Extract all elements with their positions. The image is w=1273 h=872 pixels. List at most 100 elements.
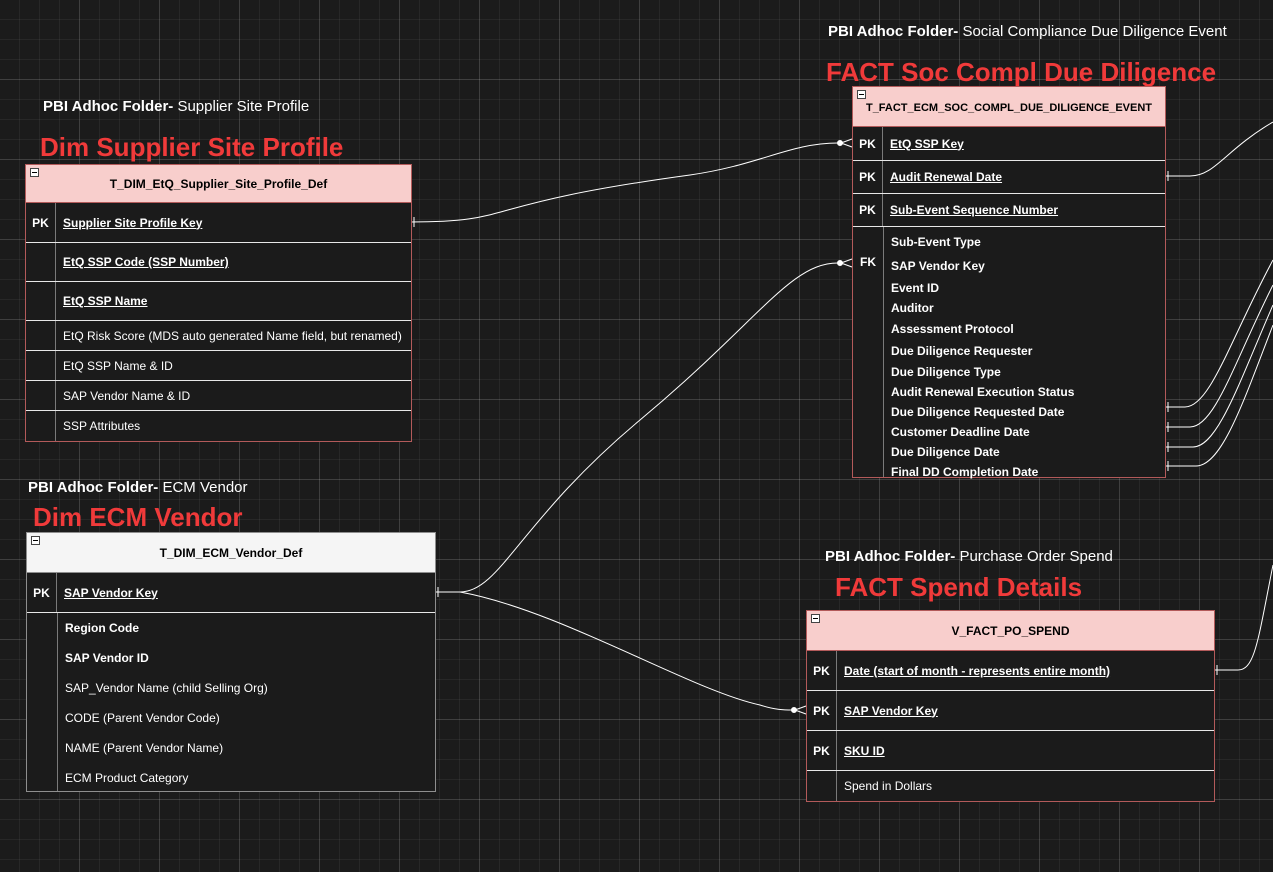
key-cell [26, 282, 56, 320]
pk-row[interactable]: PK SKU ID [807, 731, 1214, 771]
key-column [27, 613, 58, 791]
folder-name: Supplier Site Profile [177, 98, 310, 115]
folder-prefix: PBI Adhoc Folder- [828, 23, 959, 40]
field-label[interactable]: ECM Product Category [65, 771, 189, 785]
collapse-icon[interactable] [30, 168, 39, 177]
field-label[interactable]: Due Diligence Requested Date [891, 405, 1065, 419]
field-label[interactable]: Event ID [891, 281, 940, 295]
field-label[interactable]: Due Diligence Requester [891, 344, 1033, 358]
key-column: FK [853, 227, 884, 477]
attribute-block: Region Code SAP Vendor ID SAP_Vendor Nam… [27, 613, 435, 791]
pk-field: Date (start of month - represents entire… [844, 663, 1111, 678]
fk-label: FK [860, 255, 876, 269]
attribute-list: Region Code SAP Vendor ID SAP_Vendor Nam… [58, 613, 435, 791]
vendor-folder-caption: PBI Adhoc Folder- ECM Vendor [28, 479, 248, 496]
field-label[interactable]: Assessment Protocol [891, 322, 1014, 336]
key-cell [26, 243, 56, 281]
soc-entity-table[interactable]: T_FACT_ECM_SOC_COMPL_DUE_DILIGENCE_EVENT… [852, 86, 1166, 479]
collapse-icon[interactable] [857, 90, 866, 99]
supplier-folder-caption: PBI Adhoc Folder- Supplier Site Profile [43, 98, 309, 115]
folder-name: ECM Vendor [162, 479, 248, 496]
key-cell [26, 321, 56, 350]
connector-vendor-to-spend[interactable] [459, 591, 793, 711]
connector-vendor-to-soc[interactable] [434, 262, 839, 593]
pk-row[interactable]: PK EtQ SSP Key [853, 127, 1165, 161]
key-label: PK [807, 651, 837, 690]
field-label: Spend in Dollars [844, 779, 933, 793]
attribute-list: Sub-Event Type SAP Vendor Key Event ID A… [884, 227, 1165, 479]
table-header[interactable]: T_DIM_EtQ_Supplier_Site_Profile_Def [26, 165, 411, 203]
spend-entity-table[interactable]: V_FACT_PO_SPEND PK Date (start of month … [806, 610, 1215, 802]
field-label[interactable]: SAP Vendor Key [891, 259, 985, 273]
soc-entity-title: FACT Soc Compl Due Diligence [826, 57, 1217, 87]
connector-spend-date-offscreen[interactable] [1213, 564, 1273, 671]
field-label[interactable]: SAP_Vendor Name (child Selling Org) [65, 681, 268, 695]
pk-field: Audit Renewal Date [890, 170, 1003, 184]
key-label: PK [27, 573, 57, 612]
pk-field: Sub-Event Sequence Number [890, 203, 1059, 217]
field-label[interactable]: Customer Deadline Date [891, 425, 1030, 439]
vendor-entity-table[interactable]: T_DIM_ECM_Vendor_Def PK SAP Vendor Key R… [26, 532, 436, 792]
field-label[interactable]: Audit Renewal Execution Status [891, 385, 1075, 399]
table-header[interactable]: T_DIM_ECM_Vendor_Def [27, 533, 435, 573]
many-marker-icon [791, 707, 797, 713]
field-row[interactable]: EtQ SSP Code (SSP Number) [26, 243, 411, 282]
connector-soc-audit-renewal-offscreen[interactable] [1164, 121, 1273, 177]
field-label[interactable]: NAME (Parent Vendor Name) [65, 741, 224, 755]
many-marker-icon [840, 138, 853, 148]
pk-row[interactable]: PK Supplier Site Profile Key [26, 203, 411, 243]
folder-prefix: PBI Adhoc Folder- [43, 98, 174, 115]
pk-row[interactable]: PK Date (start of month - represents ent… [807, 651, 1214, 691]
connector-supplier-to-soc[interactable] [409, 142, 839, 223]
pk-row[interactable]: PK SAP Vendor Key [27, 573, 435, 613]
field-label[interactable]: Sub-Event Type [891, 235, 981, 249]
field-label[interactable]: Due Diligence Date [891, 445, 1000, 459]
field-label: EtQ SSP Name [63, 294, 148, 308]
collapse-icon[interactable] [31, 536, 40, 545]
field-label[interactable]: Due Diligence Type [891, 365, 1001, 379]
connector-soc-requested-date-offscreen[interactable] [1164, 259, 1273, 408]
key-label: PK [853, 194, 883, 226]
table-header[interactable]: V_FACT_PO_SPEND [807, 611, 1214, 651]
field-label: EtQ SSP Code (SSP Number) [63, 255, 229, 269]
table-header[interactable]: T_FACT_ECM_SOC_COMPL_DUE_DILIGENCE_EVENT [853, 87, 1165, 127]
field-row[interactable]: SAP Vendor Name & ID [26, 381, 411, 411]
table-name: T_FACT_ECM_SOC_COMPL_DUE_DILIGENCE_EVENT [865, 101, 1153, 114]
key-label: PK [853, 161, 883, 193]
key-label: PK [807, 691, 837, 730]
key-cell [26, 411, 56, 441]
field-label: SSP Attributes [63, 419, 141, 433]
field-label[interactable]: Region Code [65, 621, 139, 635]
table-name: T_DIM_ECM_Vendor_Def [159, 545, 303, 560]
many-marker-icon [840, 258, 853, 268]
connector-soc-final-dd-offscreen[interactable] [1164, 324, 1273, 467]
pk-row[interactable]: PK SAP Vendor Key [807, 691, 1214, 731]
key-cell [26, 381, 56, 410]
field-row[interactable]: Spend in Dollars [807, 771, 1214, 801]
key-label: PK [807, 731, 837, 770]
pk-field: SKU ID [844, 743, 885, 758]
field-label[interactable]: Auditor [891, 301, 934, 315]
key-cell [26, 351, 56, 380]
field-row[interactable]: EtQ Risk Score (MDS auto generated Name … [26, 321, 411, 351]
supplier-entity-table[interactable]: T_DIM_EtQ_Supplier_Site_Profile_Def PK S… [25, 164, 412, 442]
pk-field: SAP Vendor Key [64, 585, 158, 600]
pk-field: SAP Vendor Key [844, 703, 938, 718]
field-row[interactable]: SSP Attributes [26, 411, 411, 441]
folder-name: Purchase Order Spend [959, 548, 1113, 565]
connector-soc-customer-deadline-offscreen[interactable] [1164, 284, 1273, 428]
field-label[interactable]: SAP Vendor ID [65, 651, 149, 665]
key-cell [807, 771, 837, 801]
field-label[interactable]: Final DD Completion Date [891, 465, 1039, 479]
pk-row[interactable]: PK Sub-Event Sequence Number [853, 194, 1165, 227]
folder-prefix: PBI Adhoc Folder- [825, 548, 956, 565]
collapse-icon[interactable] [811, 614, 820, 623]
pk-row[interactable]: PK Audit Renewal Date [853, 161, 1165, 194]
spend-entity-title: FACT Spend Details [835, 572, 1083, 602]
attribute-block: FK Sub-Event Type SAP Vendor Key Event I… [853, 227, 1165, 479]
field-label[interactable]: CODE (Parent Vendor Code) [65, 711, 220, 725]
field-row[interactable]: EtQ SSP Name & ID [26, 351, 411, 381]
field-row[interactable]: EtQ SSP Name [26, 282, 411, 321]
connector-soc-dd-date-offscreen[interactable] [1164, 304, 1273, 448]
